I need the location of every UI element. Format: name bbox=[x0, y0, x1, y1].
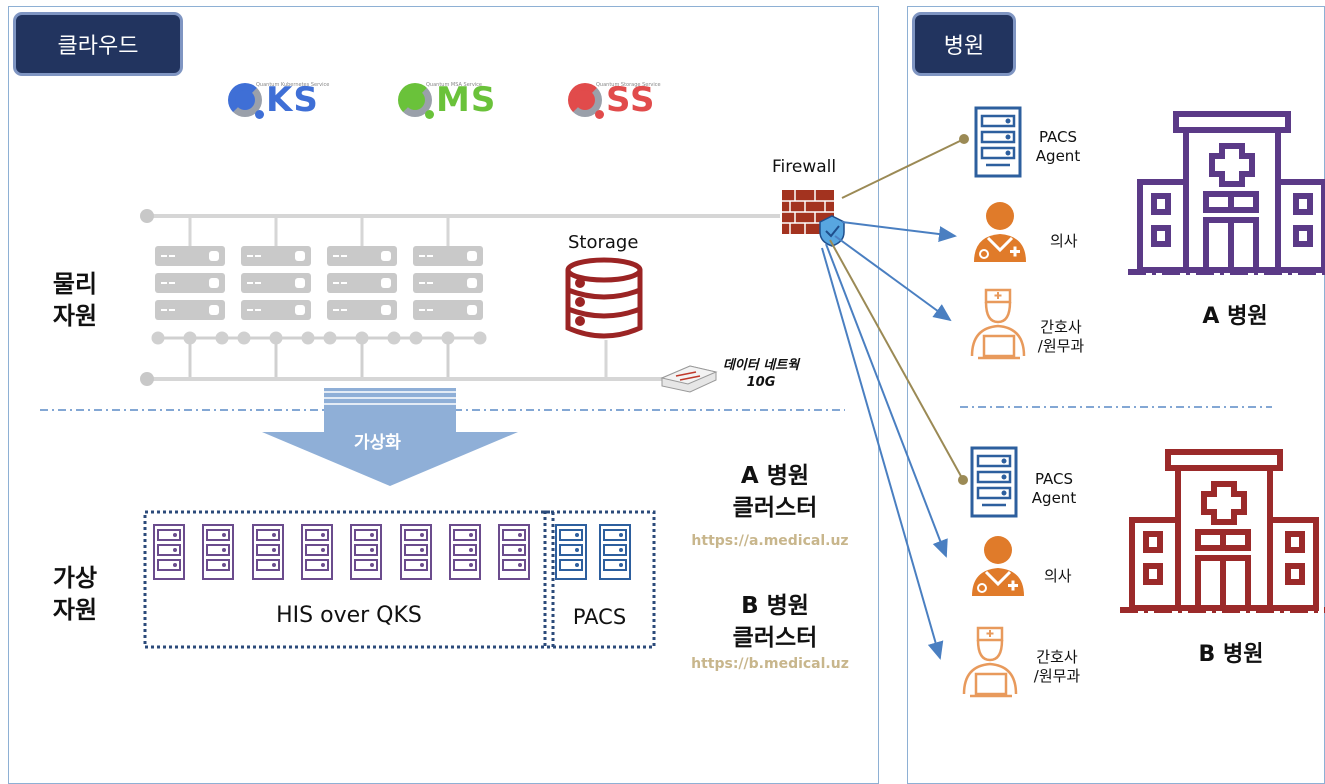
nurse-label-b: 간호사 /원무과 bbox=[1024, 648, 1090, 686]
doctor-icon-b bbox=[970, 534, 1026, 598]
cloud-tag: 클라우드 bbox=[13, 12, 183, 76]
firewall-icon bbox=[782, 190, 845, 247]
qss-logo-text: SS bbox=[606, 80, 656, 120]
nurse-icon-a bbox=[970, 288, 1026, 360]
pacs-cluster-box bbox=[543, 510, 656, 649]
physical-label-line2: 자원 bbox=[52, 302, 98, 330]
network-label-line1: 데이터 네트웍 bbox=[722, 358, 800, 373]
doctor-label-a: 의사 bbox=[1050, 232, 1078, 250]
qms-logo-subtitle: Quantum MSA Service bbox=[426, 82, 482, 88]
pacs-racks bbox=[555, 524, 631, 580]
cluster-b-line2: 클러스터 bbox=[732, 625, 818, 651]
nurse-a-line2: /원무과 bbox=[1037, 337, 1085, 355]
pacs-agent-a-line2: Agent bbox=[1035, 147, 1081, 165]
nurse-icon-b bbox=[962, 626, 1018, 698]
hospital-a-name: A 병원 bbox=[1202, 304, 1268, 329]
firewall-label: Firewall bbox=[772, 157, 837, 177]
nurse-b-line1: 간호사 bbox=[1036, 648, 1078, 666]
physical-label-line1: 물리 bbox=[52, 270, 98, 298]
connection-lines bbox=[821, 134, 969, 660]
physical-servers bbox=[155, 246, 483, 320]
hospital-b-building-icon bbox=[1120, 449, 1325, 613]
virtualization-arrow bbox=[262, 388, 518, 486]
qks-logo-ring bbox=[228, 83, 264, 119]
virtual-label-line1: 가상 bbox=[52, 564, 98, 592]
network-bus-bottom-node bbox=[140, 372, 154, 386]
physical-label: 물리 자원 bbox=[30, 268, 120, 332]
nurse-a-line1: 간호사 bbox=[1040, 318, 1082, 336]
qms-logo-text: MS bbox=[436, 80, 497, 120]
cluster-b-label: B 병원 클러스터 bbox=[680, 590, 870, 654]
cluster-a-line2: 클러스터 bbox=[732, 495, 818, 521]
storage-icon bbox=[565, 257, 643, 339]
cluster-a-label: A 병원 클러스터 bbox=[680, 460, 870, 524]
server-connectors bbox=[151, 331, 487, 379]
network-label-line2: 10G bbox=[746, 375, 776, 390]
cluster-a-line1: A 병원 bbox=[740, 463, 810, 489]
bus-drops bbox=[188, 216, 450, 246]
nurse-label-a: 간호사 /원무과 bbox=[1028, 318, 1094, 356]
his-cluster-box bbox=[143, 510, 555, 649]
storage-label: Storage bbox=[568, 232, 639, 253]
nurse-b-line2: /원무과 bbox=[1033, 667, 1081, 685]
hospital-tag: 병원 bbox=[912, 12, 1016, 76]
pacs-agent-a-line1: PACS bbox=[1038, 128, 1078, 146]
cluster-b-url[interactable]: https://b.medical.uz bbox=[691, 656, 849, 672]
network-switch-icon bbox=[660, 365, 718, 393]
network-bus-top-node bbox=[140, 209, 154, 223]
hospital-a-building-icon bbox=[1128, 111, 1325, 275]
doctor-label-b: 의사 bbox=[1044, 567, 1072, 585]
pacs-agent-label-a: PACS Agent bbox=[1030, 128, 1086, 166]
pacs-agent-icon-b bbox=[970, 446, 1018, 518]
qss-logo-subtitle: Quantum Storage Service bbox=[596, 82, 661, 88]
qss-logo-ring bbox=[568, 83, 604, 119]
hospital-b-name: B 병원 bbox=[1198, 642, 1264, 667]
qks-logo: KS Quantum Kubernetes Service bbox=[228, 80, 329, 120]
pacs-agent-icon-a bbox=[974, 106, 1022, 178]
qss-logo: SS Quantum Storage Service bbox=[568, 80, 661, 120]
virtual-label: 가상 자원 bbox=[30, 562, 120, 626]
his-racks bbox=[153, 524, 530, 580]
doctor-icon-a bbox=[972, 200, 1028, 264]
qks-logo-text: KS bbox=[266, 80, 319, 120]
virtualization-label: 가상화 bbox=[354, 433, 401, 453]
network-label: 데이터 네트웍 10G bbox=[706, 357, 816, 391]
his-label: HIS over QKS bbox=[276, 603, 422, 628]
cluster-a-url[interactable]: https://a.medical.uz bbox=[691, 533, 849, 549]
qms-logo: MS Quantum MSA Service bbox=[398, 80, 496, 120]
cluster-b-line1: B 병원 bbox=[741, 593, 809, 619]
pacs-agent-b-line1: PACS bbox=[1034, 470, 1074, 488]
pacs-agent-b-line2: Agent bbox=[1031, 489, 1077, 507]
qks-logo-subtitle: Quantum Kubernetes Service bbox=[256, 82, 330, 88]
pacs-label: PACS bbox=[572, 605, 627, 629]
virtual-label-line2: 자원 bbox=[52, 596, 98, 624]
qms-logo-ring bbox=[398, 83, 434, 119]
pacs-agent-label-b: PACS Agent bbox=[1026, 470, 1082, 508]
